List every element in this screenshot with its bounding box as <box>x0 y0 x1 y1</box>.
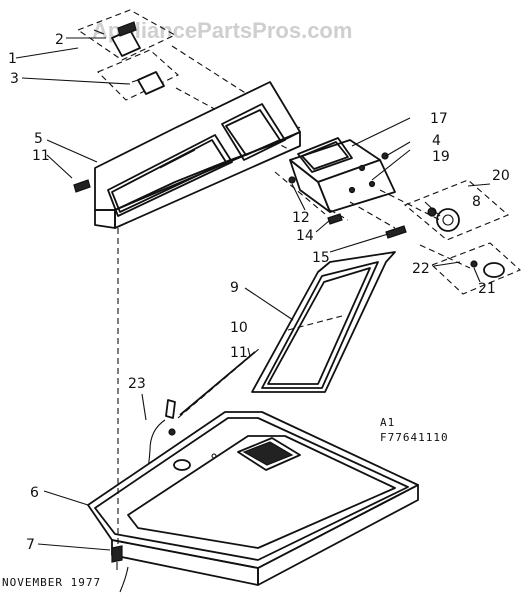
hinge-rod <box>179 351 256 416</box>
callout-22: 22 <box>412 261 430 277</box>
screw-part-11-left <box>73 179 91 193</box>
lid-panel <box>251 251 396 393</box>
switch-assembly <box>76 9 179 101</box>
callout-5: 5 <box>34 131 43 147</box>
callout-10: 10 <box>230 320 248 336</box>
control-housing <box>289 137 396 213</box>
callout-19: 19 <box>432 149 450 165</box>
callout-leaders <box>15 37 491 551</box>
date-label: NOVEMBER 1977 <box>2 576 101 589</box>
callout-4: 4 <box>432 133 441 149</box>
callout-3: 3 <box>10 71 19 87</box>
figure-code: F77641110 <box>380 431 449 444</box>
callout-20: 20 <box>492 168 510 184</box>
switch-part-3 <box>131 71 165 95</box>
callout-9: 9 <box>230 280 239 296</box>
top-panel <box>87 411 419 586</box>
callout-7: 7 <box>26 537 35 553</box>
callout-8: 8 <box>472 194 481 210</box>
callout-2: 2 <box>55 32 64 48</box>
model-code: A1 <box>380 416 395 429</box>
console-panel <box>94 81 301 229</box>
callout-17: 17 <box>430 111 448 127</box>
callout-1: 1 <box>8 51 17 67</box>
callout-15: 15 <box>312 250 330 266</box>
switch-part-2 <box>93 21 141 57</box>
fasteners <box>274 171 407 239</box>
callout-labels: 2 1 3 5 11 17 4 19 20 8 12 14 15 22 21 9… <box>8 32 510 553</box>
callout-21: 21 <box>478 281 496 297</box>
callout-11-rod: 11 <box>230 345 248 361</box>
callout-11-left: 11 <box>32 148 50 164</box>
callout-14: 14 <box>296 228 314 244</box>
callout-12: 12 <box>292 210 310 226</box>
leveling-foot <box>111 545 129 593</box>
lamp-assembly <box>419 242 522 295</box>
callout-23: 23 <box>128 376 146 392</box>
callout-6: 6 <box>30 485 39 501</box>
